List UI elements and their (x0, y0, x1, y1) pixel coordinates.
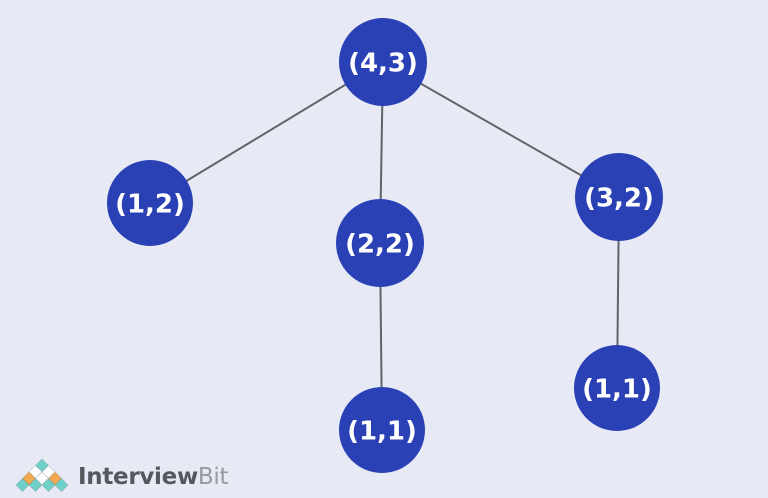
interviewbit-logo: InterviewBit (14, 458, 229, 496)
tree-node-label: (1,1) (582, 374, 652, 404)
wordmark-primary: Interview (78, 464, 198, 490)
tree-node-label: (1,1) (347, 416, 417, 446)
tree-edge (382, 61, 620, 198)
tree-node-label: (2,2) (345, 229, 415, 259)
logo-diamond-teal (15, 477, 30, 493)
tree-node (574, 345, 660, 431)
tree-node (339, 18, 427, 106)
logo-diamond-teal (54, 477, 69, 493)
logo-diamond-teal (41, 477, 56, 493)
tree-edge (149, 61, 384, 204)
tree-node-label: (1,2) (115, 189, 185, 219)
tree-node-label: (4,3) (348, 48, 418, 78)
wordmark-secondary: Bit (197, 464, 229, 490)
tree-node-label: (3,2) (584, 183, 654, 213)
tree-node (107, 160, 193, 246)
tree-node (575, 153, 663, 241)
interviewbit-wordmark: InterviewBit (78, 464, 229, 496)
tree-node (339, 387, 425, 473)
tree-node (336, 199, 424, 287)
logo-diamond-teal (28, 477, 43, 493)
interviewbit-logo-mark-icon (15, 458, 69, 493)
